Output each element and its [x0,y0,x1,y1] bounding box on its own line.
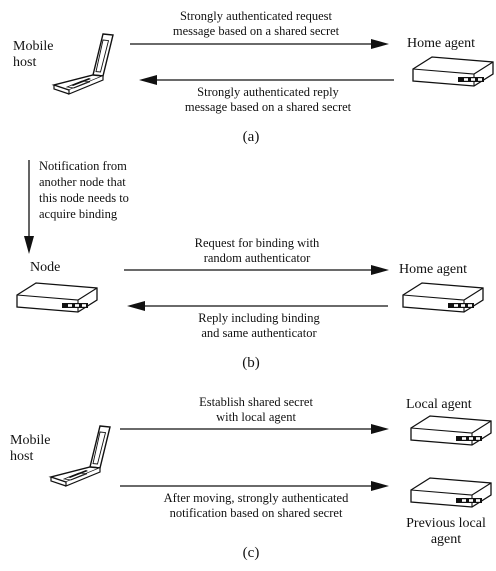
notification-text-line3: this node needs to [39,191,129,205]
previous-local-agent-label-line1: Previous local [406,516,486,531]
binding-request-text-line2: random authenticator [204,251,311,265]
request-text-line2: message based on a shared secret [173,24,340,38]
reply-arrow [139,75,394,85]
panel-c: Mobile host Local agent Previous local a… [10,395,492,561]
notification-text-line1: Notification from [39,159,127,173]
home-agent-label: Home agent [399,262,467,277]
reply-text-line1: Strongly authenticated reply [197,85,339,99]
moved-notification-text-line2: notification based on shared secret [170,506,343,520]
mobile-host-label-line1: Mobile [13,39,53,54]
establish-secret-arrow [120,424,389,434]
local-agent-label: Local agent [406,397,472,412]
reply-text-line2: message based on a shared secret [185,100,352,114]
previous-local-agent-label-line2: agent [431,532,461,547]
establish-secret-text-line1: Establish shared secret [199,395,313,409]
binding-reply-text-line2: and same authenticator [201,326,317,340]
binding-reply-text-line1: Reply including binding [198,311,320,325]
network-box-icon [410,415,492,446]
caption-a: (a) [243,129,260,145]
binding-request-arrow [124,265,389,275]
mobile-host-label-line1: Mobile [10,433,50,448]
home-agent-label: Home agent [407,36,475,51]
request-arrow [130,39,389,49]
mobile-host-label-line2: host [10,449,33,464]
mobile-host-label-line2: host [13,55,36,70]
request-text-line1: Strongly authenticated request [180,9,333,23]
network-box-icon [412,56,494,87]
panel-b: Notification from another node that this… [16,159,484,371]
panel-a: Mobile host Home agent Strongly authenti… [13,9,494,145]
network-box-icon [410,477,492,508]
moved-notification-arrow [120,481,389,491]
caption-c: (c) [243,545,260,561]
establish-secret-text-line2: with local agent [216,410,296,424]
moved-notification-text-line1: After moving, strongly authenticated [164,491,349,505]
network-box-icon [16,282,98,313]
binding-request-text-line1: Request for binding with [195,236,320,250]
notification-text-line4: acquire binding [39,207,118,221]
caption-b: (b) [242,355,260,371]
notification-arrow [24,160,34,254]
network-box-icon [402,282,484,313]
laptop-icon [50,425,111,487]
notification-text-line2: another node that [39,175,126,189]
laptop-icon [53,33,114,95]
node-label: Node [30,260,60,275]
binding-reply-arrow [127,301,388,311]
